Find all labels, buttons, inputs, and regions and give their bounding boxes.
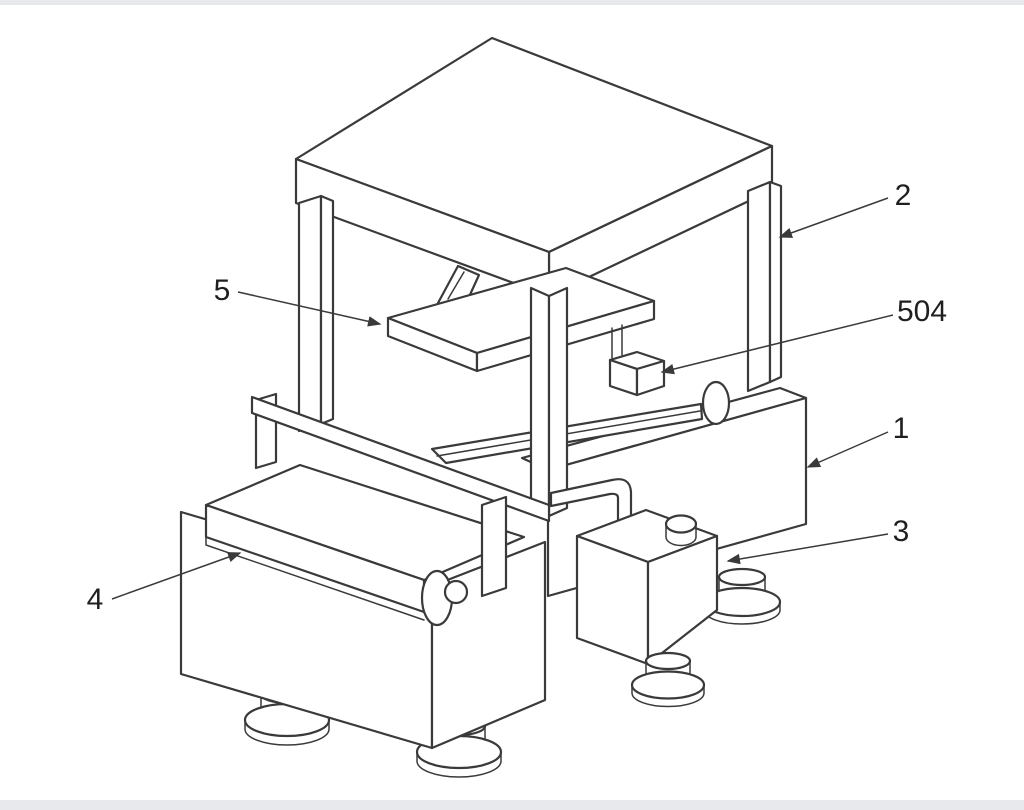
- label-1: 1: [893, 412, 910, 445]
- roller-shaft-knob: [443, 579, 469, 605]
- pump-box-right-face: [646, 534, 719, 666]
- frame-right-leg: [746, 180, 772, 393]
- frame-front-leg: [529, 286, 569, 518]
- table-frame: [294, 36, 783, 433]
- pump-cap-top: [664, 514, 698, 534]
- foot-pad-rim: [631, 684, 705, 708]
- pump-cap-body: [665, 523, 697, 547]
- leader-line-1: [806, 431, 889, 468]
- pump-box: [549, 478, 719, 666]
- guide-rail: [250, 392, 551, 598]
- pump-box-foot: [630, 651, 706, 708]
- part-labels: 5 2 504 1 3 4: [87, 179, 947, 616]
- leader-line-4: [111, 552, 242, 600]
- label-4: 4: [87, 583, 104, 616]
- label-2: 2: [895, 179, 912, 212]
- label-3: 3: [893, 515, 910, 548]
- frame-front-leg-left-face: [529, 286, 551, 518]
- foot-pad-rim: [244, 719, 330, 746]
- label-5: 5: [214, 274, 231, 307]
- leader-line-3: [726, 533, 889, 565]
- frame-left-leg: [297, 194, 323, 433]
- leader-line-5: [237, 291, 382, 327]
- clamp-block-right-face: [635, 359, 666, 397]
- foot-pad: [630, 670, 706, 700]
- foot-pad-rim: [416, 751, 502, 778]
- frame-front-leg-right-face: [547, 286, 569, 518]
- press-plate-assembly: [386, 264, 656, 373]
- belt-edge-line: [205, 536, 425, 621]
- base-foot-stem-top: [717, 567, 767, 587]
- label-504: 504: [897, 295, 947, 328]
- clamp-rod: [611, 324, 623, 359]
- rail-mid-post: [480, 495, 508, 598]
- foot-stem-top: [644, 651, 692, 671]
- rear-belt-line: [436, 410, 701, 457]
- bottom-edge-strip: [0, 800, 1024, 810]
- frame-left-leg-side: [319, 194, 335, 426]
- clamp-block-504: [608, 350, 666, 397]
- bracket-detail-line: [447, 271, 465, 300]
- rear-roller: [701, 380, 731, 426]
- frame-right-leg-side: [768, 180, 783, 384]
- leader-line-504: [660, 314, 894, 375]
- top-edge-strip: [0, 0, 1024, 5]
- base-foot: [702, 567, 782, 625]
- rail-beam: [250, 395, 551, 523]
- leader-lines: [111, 197, 894, 600]
- conveyor-belt: [204, 463, 526, 627]
- leader-line-2: [778, 197, 889, 238]
